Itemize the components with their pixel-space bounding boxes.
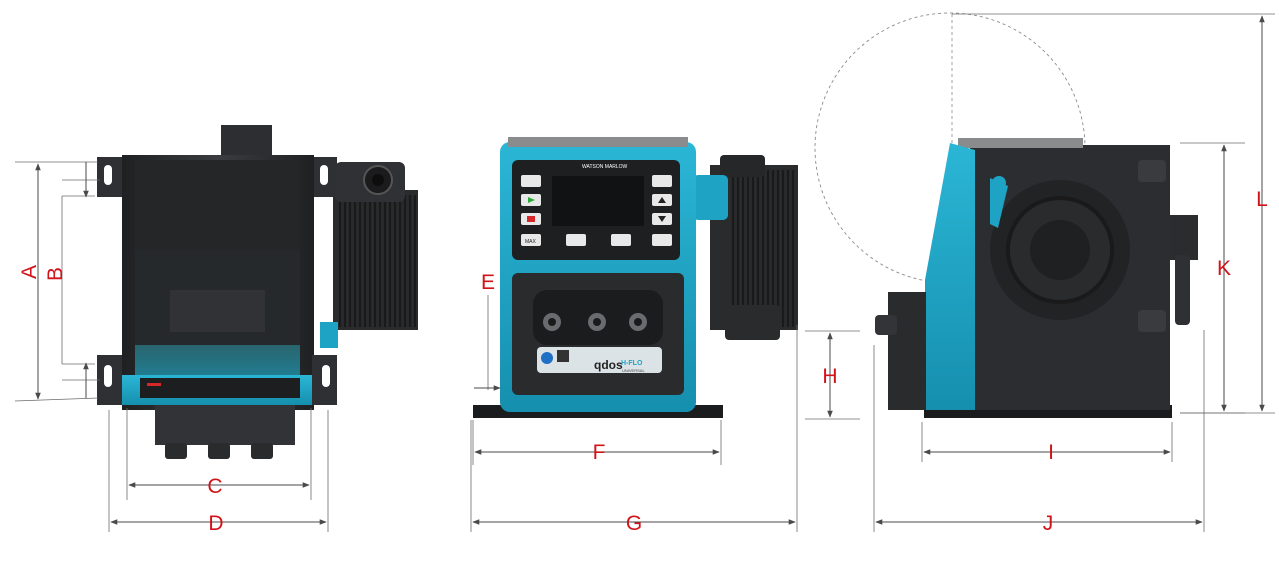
softkey-right-button[interactable] [611,234,631,246]
dim-label-e: E [481,271,495,294]
cable-glands-left [165,443,273,459]
dim-label-k: K [1217,257,1231,280]
mode-button[interactable] [652,234,672,246]
model-suffix: H-FLO [621,360,643,367]
model-logo: qdos [594,358,623,372]
side-clip [693,175,728,220]
dim-label-f: F [593,441,606,464]
dim-label-c: C [207,475,222,498]
teal-front-side [925,143,975,410]
side-view-pump [814,12,1198,418]
heatsink-left [333,190,418,330]
dim-label-i: I [1048,441,1054,464]
brand-badge: WATSON MARLOW [582,164,628,170]
heatsink-front [710,165,798,330]
softkey-left-button[interactable] [566,234,586,246]
dimension-lines [14,13,1275,532]
max-button[interactable] [521,234,541,246]
dim-label-a: A [18,265,41,279]
top-handle [221,125,272,160]
dim-label-g: G [626,512,642,535]
bottom-block [155,405,295,445]
port-fittings-front [543,313,647,331]
top-view-pump [97,125,418,459]
dimension-labels: A B C D E F G H I J K L [18,188,1268,535]
display-screen [552,176,644,226]
home-button[interactable] [521,175,541,187]
dim-label-j: J [1043,512,1054,535]
dim-label-d: D [208,512,223,535]
dim-label-l: L [1256,188,1268,211]
dim-label-b: B [44,267,67,281]
front-view-pump: WATSON MARLOW MAX [473,137,798,418]
max-label: MAX [525,239,537,245]
pumphead-lever[interactable] [990,178,1008,228]
dim-label-h: H [822,365,837,388]
model-subtitle: UNIVERSAL [622,368,645,373]
menu-button[interactable] [652,175,672,187]
